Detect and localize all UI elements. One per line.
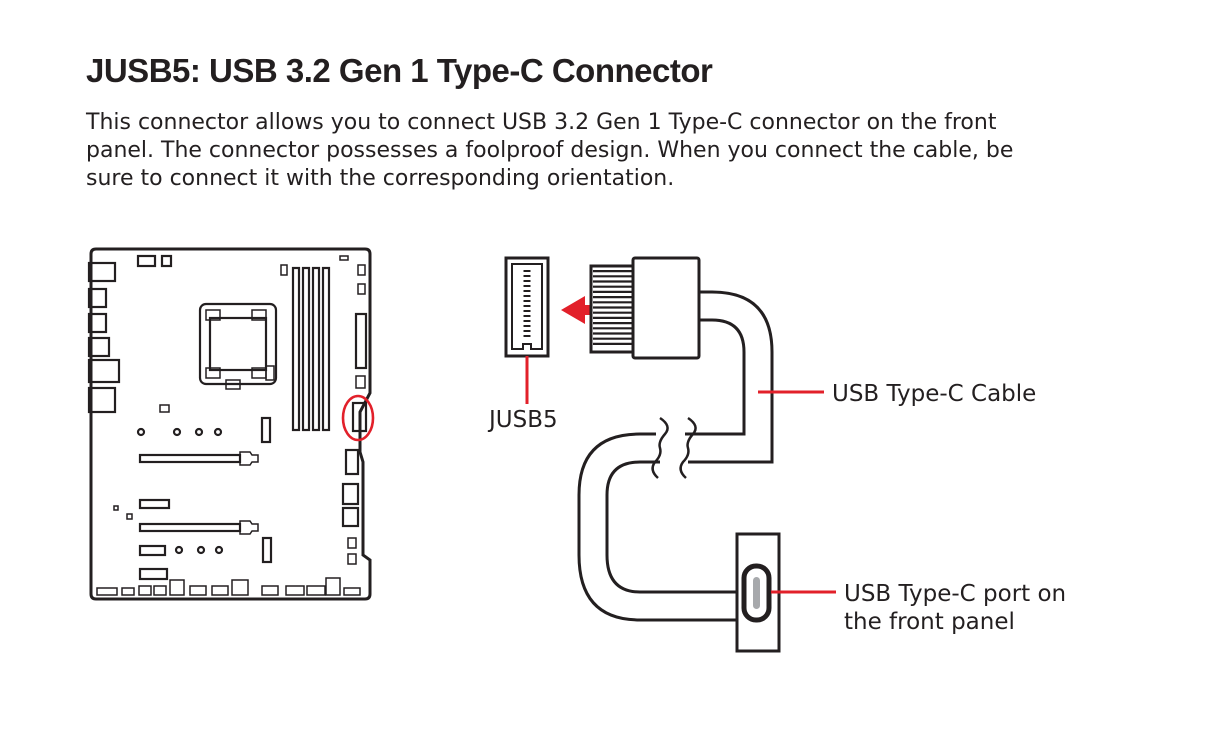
jusb5-location-highlight: [341, 394, 375, 442]
jusb5-label: JUSB5: [487, 407, 558, 433]
cable-label: USB Type-C Cable: [832, 381, 1036, 407]
page-title: JUSB5: USB 3.2 Gen 1 Type-C Connector: [86, 52, 713, 89]
motherboard-illustration: [87, 247, 375, 601]
port-label-line-2: the front panel: [844, 609, 1015, 635]
usb-type-c-cable: [577, 256, 781, 653]
description: This connector allows you to connect USB…: [86, 109, 1086, 193]
description-line-1: This connector allows you to connect USB…: [86, 110, 997, 135]
jusb5-header-icon: [504, 256, 550, 404]
description-line-2: panel. The connector possesses a foolpro…: [86, 138, 1014, 163]
port-label-line-1: USB Type-C port on: [844, 581, 1066, 607]
description-line-3: sure to connect it with the correspondin…: [86, 166, 675, 191]
insert-arrow-icon: [561, 296, 608, 324]
